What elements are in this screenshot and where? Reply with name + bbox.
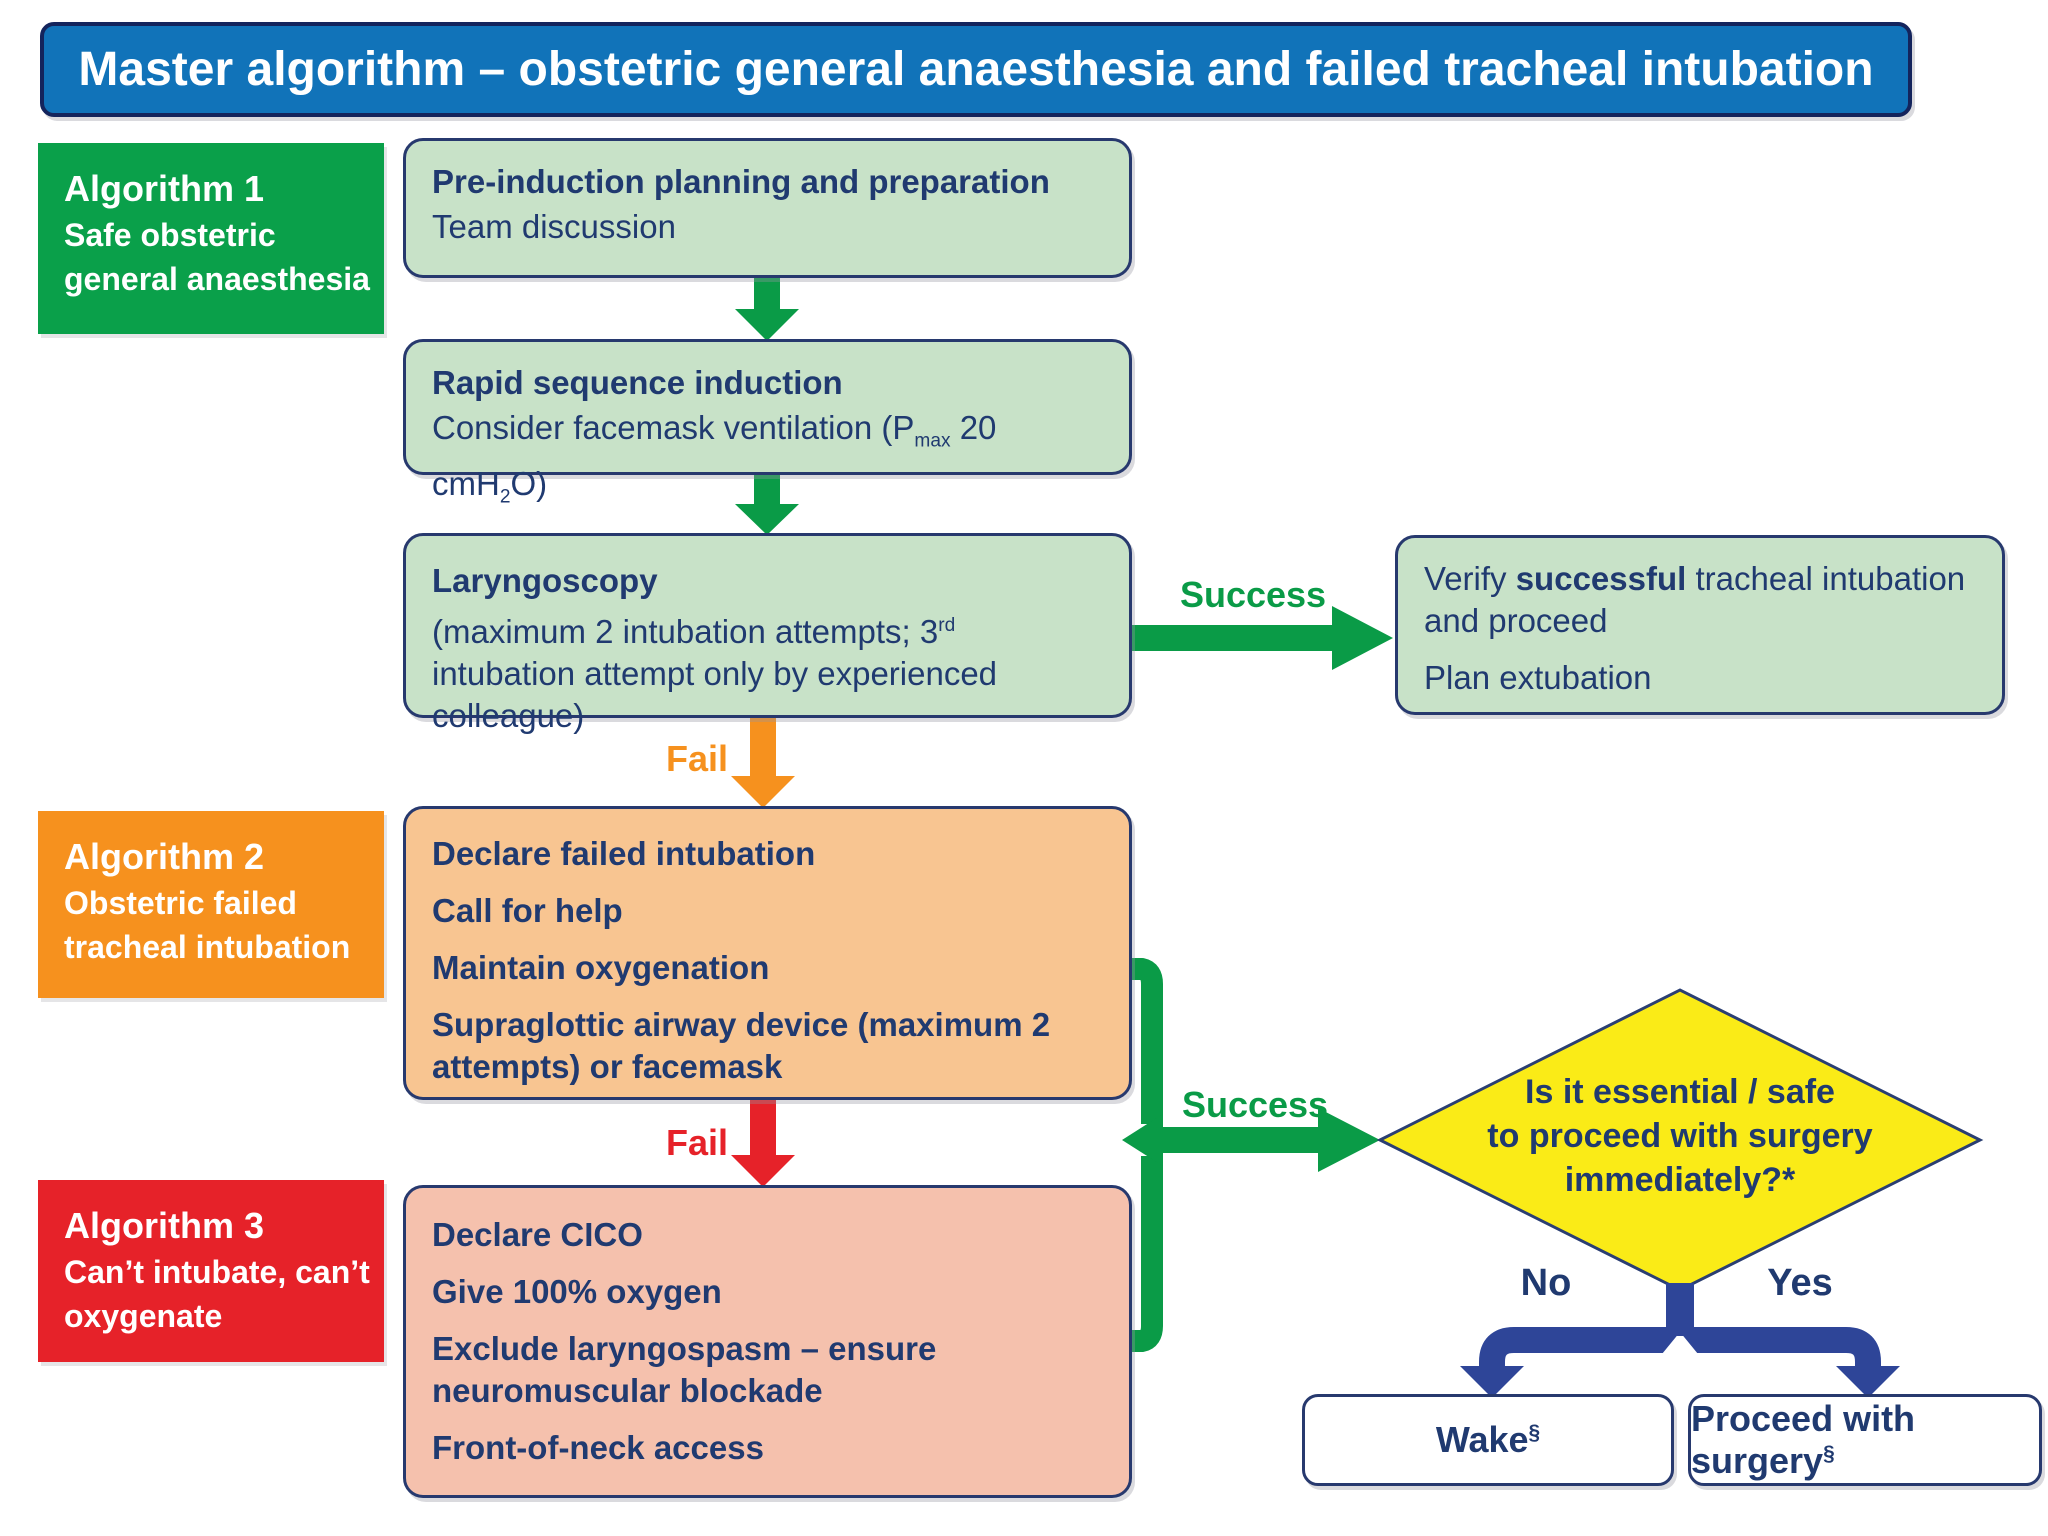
algorithm-1-label: Algorithm 1 Safe obstetric general anaes…: [38, 143, 384, 334]
wake-label: Wake§: [1435, 1419, 1541, 1460]
arrow-down-fail-to-cico: [731, 1098, 795, 1187]
arrow-down-rsi-to-laryngoscopy: [735, 475, 799, 535]
box-wake: Wake§: [1302, 1394, 1674, 1486]
algorithm-2-label: Algorithm 2 Obstetric failed tracheal in…: [38, 811, 384, 998]
decision-diamond: [1376, 988, 1984, 1292]
algorithm-2-desc: Obstetric failed tracheal intubation: [64, 885, 351, 965]
label-success-top: Success: [1179, 574, 1327, 615]
algorithm-1-title: Algorithm 1: [64, 168, 265, 209]
algorithm-3-desc: Can’t intubate, can’t oxygenate: [64, 1254, 370, 1334]
diamond-line-3: immediately?*: [1564, 1161, 1796, 1199]
arrow-right-success-to-verify: [1132, 606, 1393, 670]
box-proceed-with-surgery: Proceed with surgery§: [1688, 1394, 2042, 1486]
algorithm-1-desc: Safe obstetric general anaesthesia: [64, 217, 370, 297]
algorithm-2-title: Algorithm 2: [64, 836, 265, 877]
arrowhead-no-to-wake: [1460, 1366, 1524, 1398]
label-no: No: [1520, 1262, 1572, 1304]
label-fail-bottom: Fail: [665, 1122, 728, 1163]
diamond-line-2: to proceed with surgery: [1487, 1117, 1873, 1155]
decision-diamond-text: Is it essential / safe to proceed with s…: [1430, 1070, 1930, 1202]
algorithm-3-label: Algorithm 3 Can’t intubate, can’t oxygen…: [38, 1180, 384, 1362]
bracket-bottom-stub: [1131, 1156, 1163, 1352]
box-laryngoscopy: Laryngoscopy(maximum 2 intubation attemp…: [403, 533, 1132, 734]
diamond-line-1: Is it essential / safe: [1525, 1073, 1835, 1111]
arrow-down-preinduction-to-rsi: [735, 278, 799, 341]
diamond-bottom-stem: [1666, 1283, 1694, 1336]
arrow-down-fail-to-declare-failed: [731, 716, 795, 808]
box-verify-intubation: Verify successful tracheal intubation an…: [1395, 535, 2005, 715]
label-yes: Yes: [1767, 1262, 1833, 1304]
label-success-bottom: Success: [1181, 1084, 1329, 1125]
arrow-right-success-to-diamond: [1150, 1108, 1380, 1172]
label-fail-top: Fail: [665, 738, 728, 779]
arrowhead-yes-to-proceed: [1836, 1366, 1900, 1398]
proceed-with-surgery-label: Proceed with surgery§: [1691, 1398, 1916, 1481]
algorithm-3-title: Algorithm 3: [64, 1205, 265, 1246]
title-bar: Master algorithm – obstetric general ana…: [40, 22, 1912, 117]
bracket-top-stub: [1131, 958, 1163, 1124]
split-bar-notch: [1662, 1332, 1698, 1354]
page-title: Master algorithm – obstetric general ana…: [78, 43, 1874, 96]
